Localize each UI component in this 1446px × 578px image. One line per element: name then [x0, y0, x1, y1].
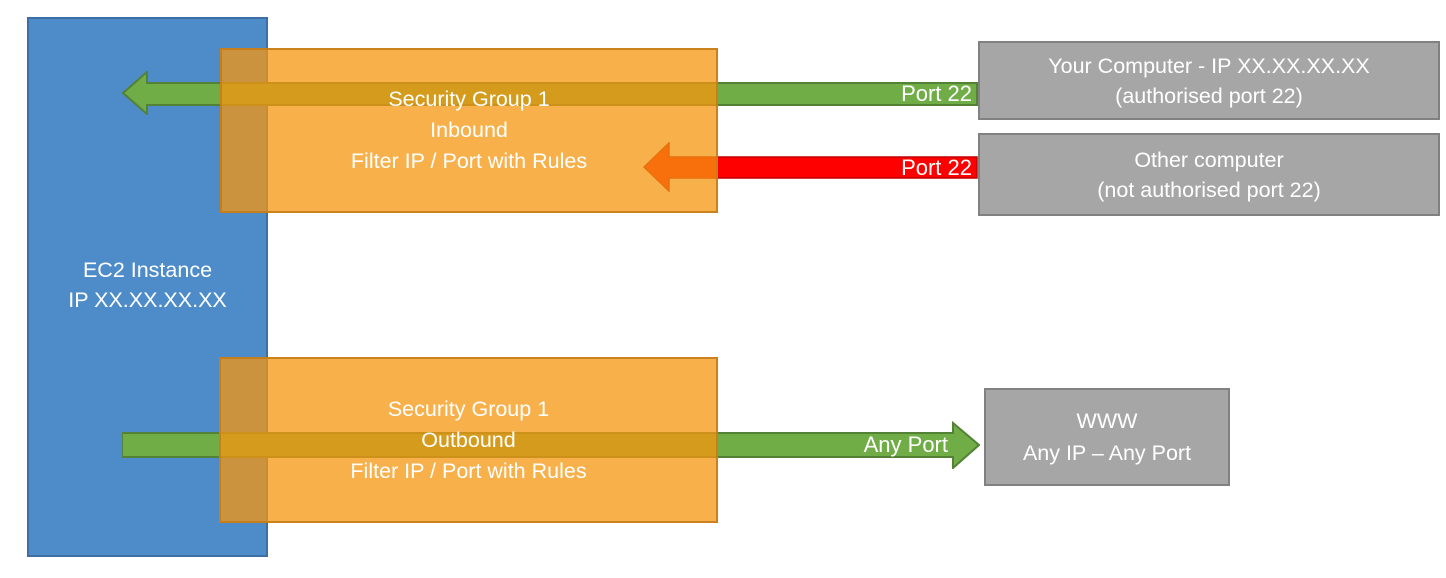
- inbound-allowed-port-label: Port 22: [901, 81, 972, 106]
- inbound-blocked-port-label: Port 22: [901, 155, 972, 180]
- other-computer-subtitle: (not authorised port 22): [1097, 177, 1321, 202]
- security-group-outbound-rule: Filter IP / Port with Rules: [350, 458, 587, 483]
- security-group-inbound-box: Security Group 1 Inbound Filter IP / Por…: [220, 48, 718, 213]
- ec2-instance-name: EC2 Instance: [82, 258, 213, 282]
- your-computer-title: Your Computer - IP XX.XX.XX.XX: [1048, 53, 1370, 78]
- security-group-inbound-rule: Filter IP / Port with Rules: [350, 149, 588, 173]
- other-computer-title: Other computer: [1134, 147, 1284, 172]
- www-title: WWW: [1076, 409, 1138, 433]
- your-computer-box: Your Computer - IP XX.XX.XX.XX (authoris…: [978, 41, 1440, 120]
- outbound-port-label: Any Port: [863, 432, 948, 457]
- security-group-outbound-title: Security Group 1: [387, 396, 550, 421]
- security-group-inbound-title: Security Group 1: [388, 87, 550, 111]
- ec2-instance-label: EC2 Instance IP XX.XX.XX.XX: [29, 255, 266, 315]
- security-group-outbound-direction: Outbound: [421, 427, 516, 452]
- ec2-instance-ip: IP XX.XX.XX.XX: [68, 288, 227, 312]
- security-group-inbound-direction: Inbound: [430, 118, 508, 142]
- your-computer-subtitle: (authorised port 22): [1115, 83, 1303, 108]
- www-box: WWW Any IP – Any Port: [984, 388, 1230, 486]
- security-group-outbound-box: Security Group 1 Outbound Filter IP / Po…: [219, 357, 718, 523]
- other-computer-box: Other computer (not authorised port 22): [978, 133, 1440, 216]
- www-subtitle: Any IP – Any Port: [1022, 441, 1192, 465]
